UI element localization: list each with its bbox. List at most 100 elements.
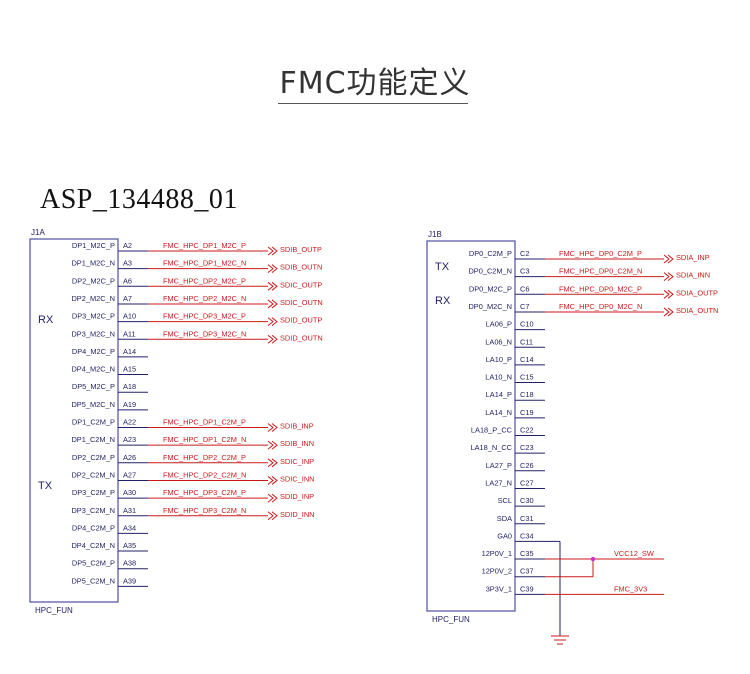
j1b-offpage-connector-icon xyxy=(663,307,674,317)
j1b-pin-number: C14 xyxy=(520,355,534,364)
j1a-port-label: SDIC_INP xyxy=(280,457,314,466)
j1b-pin-name: 12P0V_1 xyxy=(482,549,512,558)
j1a-pin-name: DP4_C2M_P xyxy=(72,523,115,532)
j1b-group-label-tx: TX xyxy=(435,261,450,273)
j1a-port-label: SDIB_INN xyxy=(280,439,314,448)
j1a-offpage-connector-icon xyxy=(267,246,278,256)
j1a-pin-name: DP3_C2M_P xyxy=(72,488,115,497)
j1a-net-label: FMC_HPC_DP1_M2C_P xyxy=(163,241,246,250)
j1a-offpage-connector-icon xyxy=(267,423,278,432)
j1b-port-label: SDIA_OUTP xyxy=(676,288,718,297)
j1a-pin-number: A19 xyxy=(123,400,136,409)
j1a-pin-name: DP1_M2C_N xyxy=(71,259,115,268)
j1a-offpage-connector-icon xyxy=(267,476,278,485)
title-underline xyxy=(278,103,468,104)
page-title: FMC功能定义 xyxy=(279,66,471,101)
j1a-net-label: FMC_HPC_DP2_C2M_N xyxy=(163,470,246,479)
j1a-pin-number: A3 xyxy=(123,259,132,268)
j1b-pin-name: DP0_M2C_N xyxy=(468,302,512,311)
j1a-pin-number: A6 xyxy=(123,276,132,285)
j1a-offpage-connector-icon xyxy=(267,493,278,503)
j1a-net-label: FMC_HPC_DP2_M2C_N xyxy=(163,294,246,303)
j1b-pin-number: C2 xyxy=(520,249,529,258)
j1a-offpage-connector-icon xyxy=(267,440,278,450)
j1b-symbol-box xyxy=(426,240,516,612)
j1a-pin-number: A31 xyxy=(123,506,136,515)
j1a-pin-number: A10 xyxy=(123,312,136,321)
junction-dot-icon xyxy=(590,556,596,562)
j1b-pin-name: 3P3V_1 xyxy=(486,584,512,593)
j1a-net-label: FMC_HPC_DP3_M2C_N xyxy=(163,329,246,338)
j1a-port-label: SDIC_OUTP xyxy=(280,280,322,289)
j1a-symbol-box xyxy=(29,238,119,603)
j1a-pin-name: DP5_M2C_P xyxy=(72,382,115,391)
j1b-pin-number: C37 xyxy=(520,567,534,576)
j1b-net-label: FMC_HPC_DP0_M2C_N xyxy=(559,302,642,311)
j1a-offpage-connector-icon xyxy=(267,511,278,521)
j1b-footer-label: HPC_FUN xyxy=(432,615,470,624)
j1a-group-label-tx: TX xyxy=(38,480,53,492)
j1b-pin-number: C11 xyxy=(520,337,533,346)
j1a-pin-number: A14 xyxy=(123,347,136,356)
j1b-group-label-rx: RX xyxy=(435,295,451,307)
j1a-port-label: SDIB_INP xyxy=(280,422,314,431)
j1a-port-label: SDID_INN xyxy=(280,510,315,519)
j1b-pin-number: C6 xyxy=(520,284,529,293)
j1a-pin-name: DP4_C2M_N xyxy=(71,541,115,550)
j1a-net-label: FMC_HPC_DP1_M2C_N xyxy=(163,259,246,268)
j1b-pin-name: LA10_N xyxy=(485,373,512,382)
j1a-net-label: FMC_HPC_DP2_M2C_P xyxy=(163,276,246,285)
j1b-pin-number: C15 xyxy=(520,373,534,382)
j1a-offpage-connector-icon xyxy=(267,299,278,309)
j1b-pin-number: C27 xyxy=(520,478,534,487)
j1a-pin-number: A2 xyxy=(123,241,132,250)
j1a-group-label-rx: RX xyxy=(38,314,54,326)
j1a-pin-name: DP2_M2C_N xyxy=(71,294,115,303)
j1a-pin-name: DP4_M2C_N xyxy=(71,365,115,374)
j1b-port-label: SDIA_INN xyxy=(676,271,710,280)
j1a-pin-number: A39 xyxy=(123,576,136,585)
j1b-pin-number: C30 xyxy=(520,496,534,505)
j1a-net-label: FMC_HPC_DP2_C2M_P xyxy=(163,453,246,462)
j1b-pin-name: LA06_P xyxy=(486,320,512,329)
j1b-net-label: FMC_HPC_DP0_C2M_N xyxy=(559,267,642,276)
j1b-pin-name: GA0 xyxy=(497,531,512,540)
j1a-pin-name: DP5_M2C_N xyxy=(71,400,115,409)
j1a-pin-number: A11 xyxy=(123,329,136,338)
j1b-pin-name: LA18_N_CC xyxy=(471,443,513,452)
j1a-refdes: J1A xyxy=(31,228,45,237)
j1a-pin-number: A23 xyxy=(123,435,136,444)
j1b-net-label: FMC_3V3 xyxy=(614,584,647,593)
j1b-pin-number: C22 xyxy=(520,426,534,435)
j1a-pin-name: DP5_C2M_P xyxy=(72,559,115,568)
j1b-pin-name: LA14_P xyxy=(486,390,512,399)
j1b-pin-name: LA14_N xyxy=(485,408,512,417)
j1b-pin-name: LA27_P xyxy=(486,461,512,470)
j1a-net-label: FMC_HPC_DP1_C2M_P xyxy=(163,418,246,427)
j1a-pin-name: DP1_C2M_P xyxy=(72,418,115,427)
j1b-pin-number: C34 xyxy=(520,531,534,540)
j1a-pin-name: DP5_C2M_N xyxy=(71,576,115,585)
j1a-pin-number: A22 xyxy=(123,418,136,427)
j1b-pin-name: DP0_C2M_N xyxy=(468,267,512,276)
j1b-refdes: J1B xyxy=(428,230,442,239)
j1b-net-label: FMC_HPC_DP0_M2C_P xyxy=(559,284,642,293)
j1a-port-label: SDIC_INN xyxy=(280,474,315,483)
j1a-pin-name: DP2_C2M_P xyxy=(72,453,115,462)
j1a-pin-number: A18 xyxy=(123,382,136,391)
j1a-pin-name: DP2_M2C_P xyxy=(72,276,115,285)
j1a-pin-name: DP3_M2C_N xyxy=(71,329,115,338)
j1a-pin-name: DP3_C2M_N xyxy=(71,506,115,515)
j1b-pin-number: C31 xyxy=(520,514,534,523)
j1b-offpage-connector-icon xyxy=(663,254,674,264)
j1b-pin-name: LA27_N xyxy=(485,478,512,487)
j1a-offpage-connector-icon xyxy=(267,317,278,326)
j1b-pin-name: LA10_P xyxy=(486,355,512,364)
j1b-pin-name: 12P0V_2 xyxy=(482,567,512,576)
j1a-offpage-connector-icon xyxy=(267,334,278,344)
j1a-pin-number: A15 xyxy=(123,365,136,374)
j1b-pin-number: C26 xyxy=(520,461,534,470)
j1a-pin-number: A35 xyxy=(123,541,136,550)
j1a-pin-number: A7 xyxy=(123,294,132,303)
